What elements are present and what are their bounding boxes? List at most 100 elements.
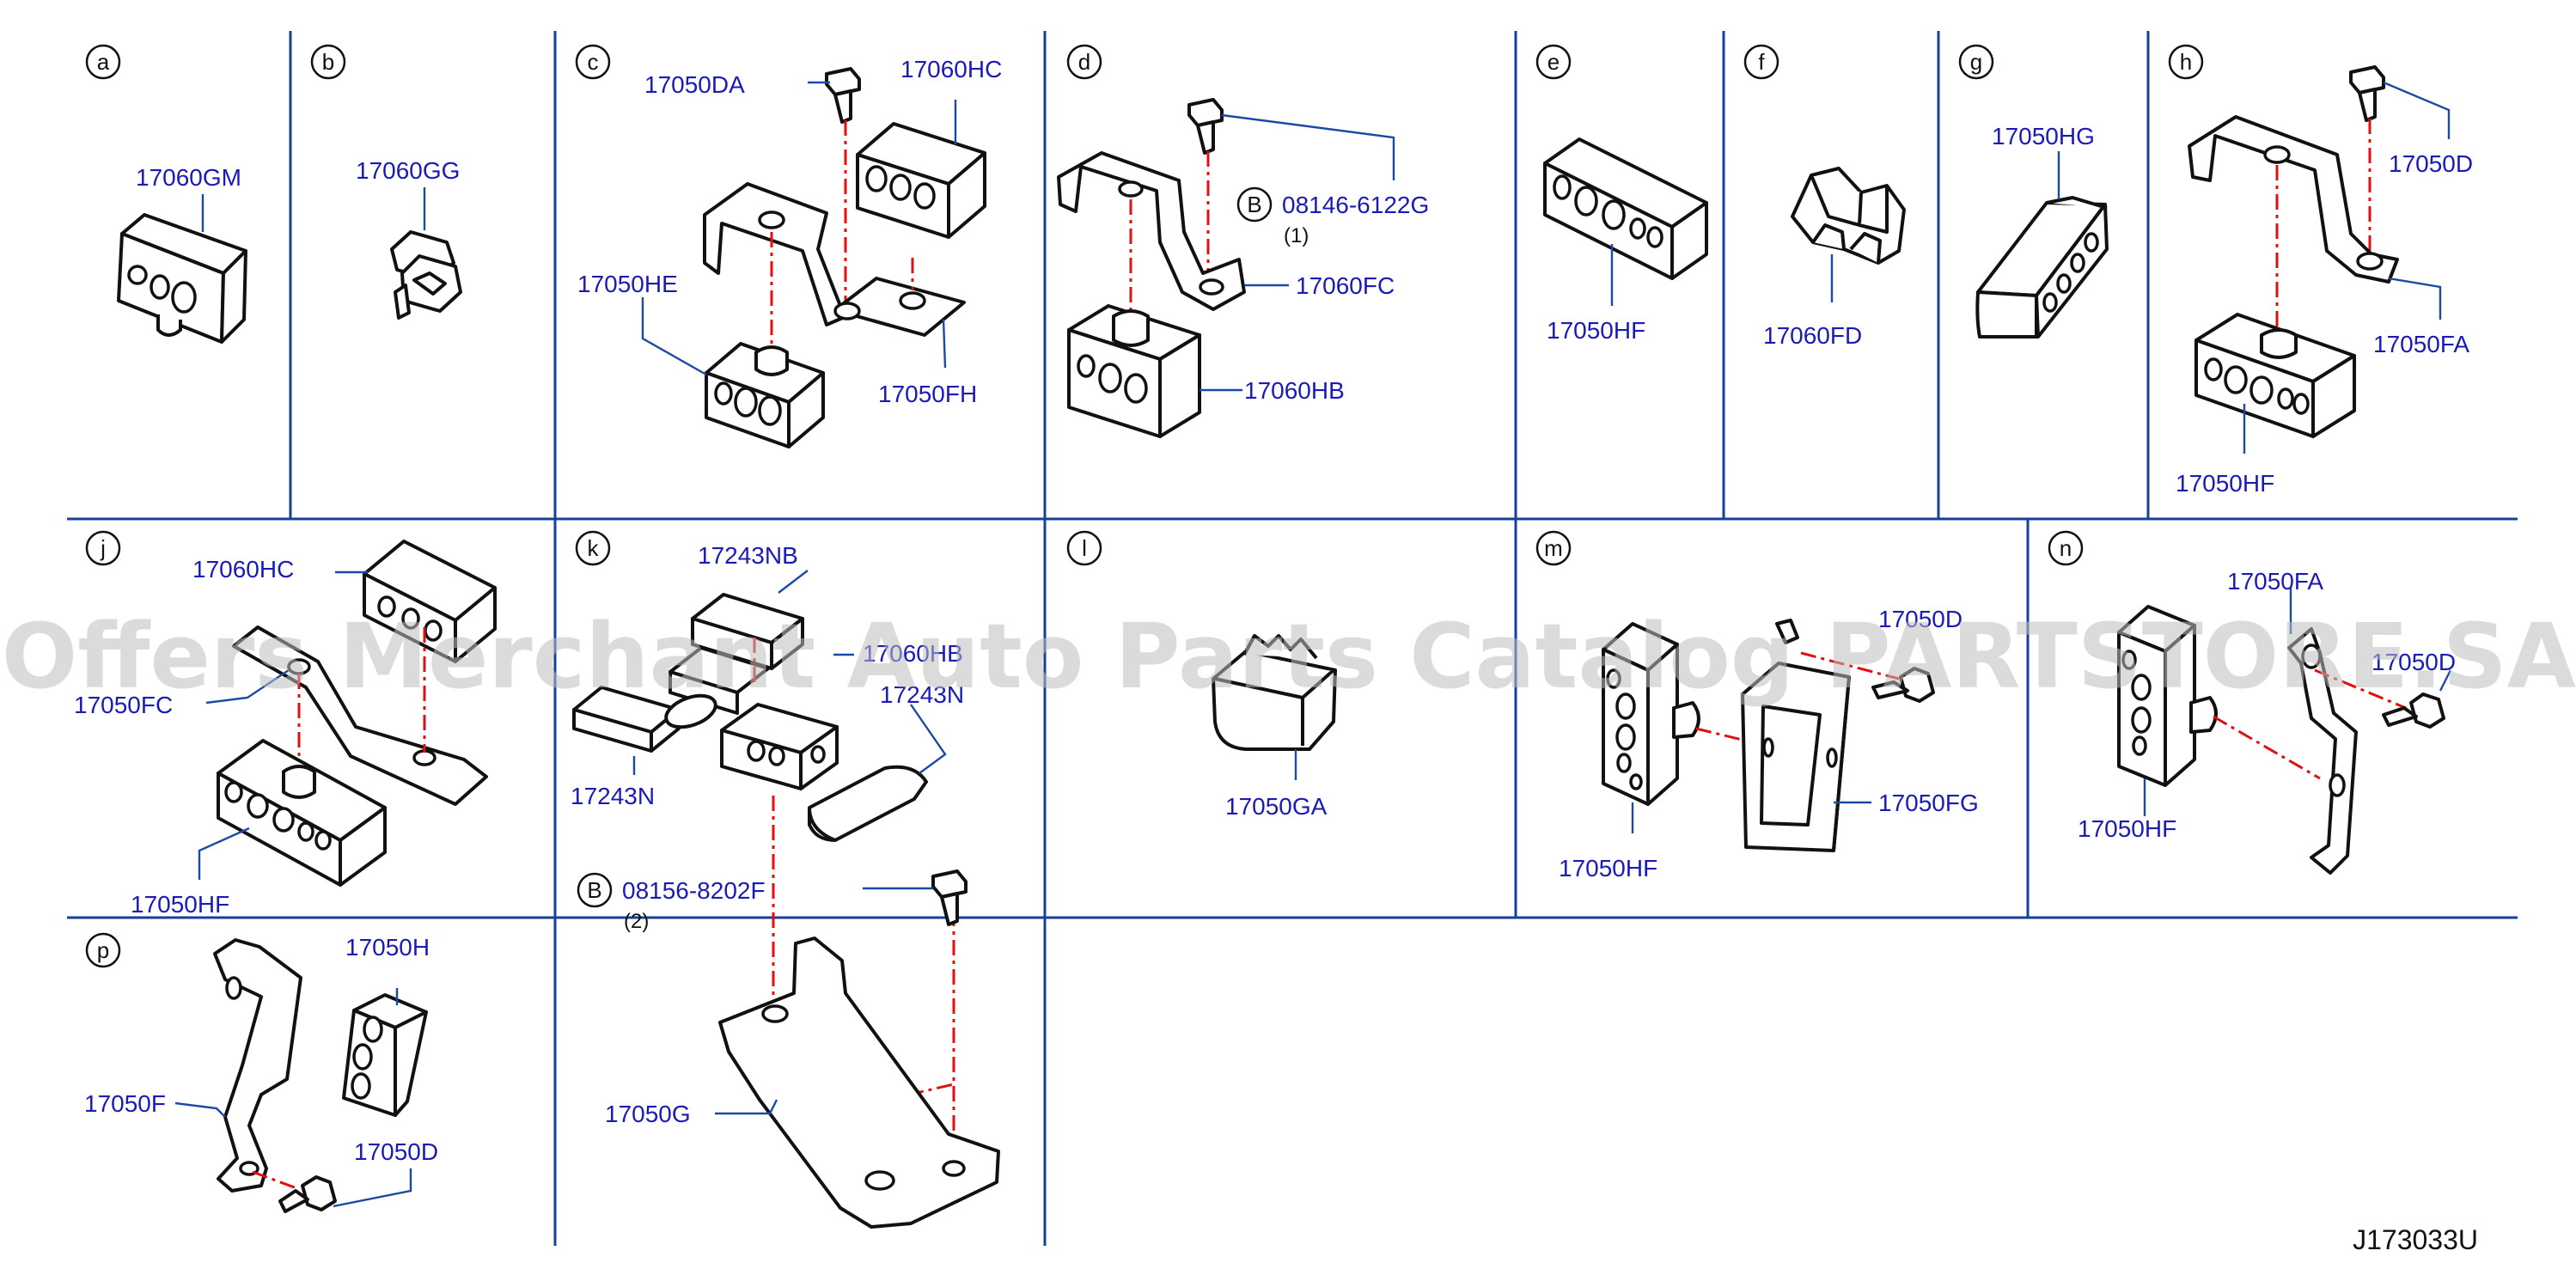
bolt-part — [278, 1175, 337, 1213]
grommet-block-part — [2117, 605, 2218, 787]
panel-letter-n: n — [2048, 530, 2084, 566]
part-label: 17050FH — [878, 381, 977, 407]
panel-letter-f: f — [1743, 44, 1779, 80]
part-label: 17060HB — [863, 640, 963, 667]
part-label: 17050D — [354, 1138, 438, 1165]
part-label: 17050GA — [1225, 793, 1328, 820]
clip-part — [1791, 167, 1906, 265]
panel-letter-g: g — [1958, 44, 1994, 80]
quantity-label: (2) — [624, 910, 649, 933]
part-label: 17050DA — [644, 71, 745, 98]
panel-b: 17060GG — [356, 157, 462, 320]
part-label: 17050G — [605, 1101, 691, 1127]
svg-text:b: b — [322, 49, 334, 75]
bracket-part — [213, 938, 302, 1193]
b-mark-icon: B — [1236, 186, 1273, 223]
panel-letter-l: l — [1066, 530, 1102, 566]
bolt-part — [2349, 65, 2385, 122]
part-label: 17050F — [84, 1090, 166, 1117]
bolt-part — [931, 869, 968, 926]
svg-text:m: m — [1544, 535, 1563, 561]
part-label: 17050FC — [74, 692, 173, 718]
panel-letter-e: e — [1535, 44, 1572, 80]
grommet-block-part — [1602, 622, 1700, 806]
panel-letter-d: d — [1066, 44, 1102, 80]
bracket-part — [1741, 662, 1851, 852]
panel-letter-c: c — [575, 44, 611, 80]
svg-text:j: j — [100, 535, 106, 561]
svg-text:k: k — [588, 535, 600, 561]
svg-text:B: B — [587, 877, 601, 903]
svg-text:a: a — [97, 49, 110, 75]
bracket-part — [1057, 151, 1246, 311]
panel-l: 17050GA — [1212, 634, 1337, 820]
svg-text:d: d — [1078, 49, 1090, 75]
part-label: 17050H — [345, 934, 430, 961]
part-label: 17243NB — [698, 542, 798, 569]
part-label: 17050FA — [2227, 568, 2323, 595]
bolt-part — [1187, 98, 1224, 155]
grommet-block-part — [720, 703, 839, 790]
part-label: 17060HC — [192, 556, 294, 583]
part-label: 17050HF — [2078, 815, 2176, 842]
part-label: 17060GM — [136, 164, 241, 191]
panel-grid — [67, 31, 2518, 1246]
part-label: 17243N — [880, 681, 964, 708]
quantity-label: (1) — [1284, 224, 1309, 247]
svg-text:l: l — [1082, 535, 1087, 561]
protector-part — [808, 765, 928, 842]
b-mark-icon: B — [577, 872, 613, 908]
protector-part — [572, 686, 717, 753]
panel-h: 17050D 17050FA 17050HF — [2176, 65, 2473, 497]
panel-letter-j: j — [85, 530, 121, 566]
part-label: 17060GG — [356, 157, 460, 184]
part-label: 17050D — [2372, 649, 2456, 675]
panel-m: 17050D 17050FG 17050HF — [1559, 606, 1979, 882]
panel-c: 17050DA 17060HC 17050HE 17050FH — [577, 56, 1002, 448]
part-label: 08156-8202F — [622, 877, 766, 904]
bolt-part — [1871, 667, 1935, 703]
panel-letters: a b c d e f g h j k l m n p — [85, 44, 2204, 968]
part-label: 17050FG — [1878, 790, 1979, 816]
part-label: 17060HC — [900, 56, 1002, 82]
panel-a: 17060GM — [117, 164, 247, 344]
part-label: 17050D — [2389, 150, 2473, 177]
svg-text:f: f — [1758, 49, 1765, 75]
grommet-block-part — [117, 213, 247, 344]
panel-letter-h: h — [2168, 44, 2204, 80]
part-label: 17050HF — [1559, 855, 1657, 882]
bracket-part — [718, 936, 1000, 1229]
grommet-block-part — [856, 122, 986, 239]
panel-letter-p: p — [85, 932, 121, 968]
clip-part — [390, 230, 462, 320]
svg-text:B: B — [1247, 192, 1261, 217]
svg-text:p: p — [97, 937, 109, 963]
part-label: 17050HF — [2176, 470, 2274, 497]
bolt-part — [825, 67, 861, 124]
watermark-text: Offers Merchant Auto Parts Catalog PARTS… — [2, 604, 2576, 709]
panel-letter-m: m — [1535, 530, 1572, 566]
panel-j: 17060HC 17050FC 17050HF — [74, 540, 497, 918]
part-label: 17060FC — [1296, 272, 1395, 299]
grommet-block-part — [1543, 137, 1708, 280]
panel-f: 17060FD — [1763, 167, 1906, 349]
part-label: 17050FA — [2373, 331, 2469, 357]
bracket-part — [2287, 627, 2358, 875]
panel-e: 17050HF — [1543, 137, 1708, 344]
grommet-block-part — [705, 342, 825, 448]
grommet-block-part — [1975, 196, 2109, 339]
part-label: 17050D — [1878, 606, 1963, 632]
part-label: 08146-6122G — [1282, 192, 1429, 218]
bolt-part — [2382, 692, 2445, 729]
part-label: 17050HE — [577, 271, 678, 297]
protector-part — [668, 593, 804, 715]
grommet-block-part — [342, 993, 428, 1117]
grommet-block-part — [2194, 313, 2356, 438]
svg-text:g: g — [1970, 49, 1982, 75]
svg-text:c: c — [588, 49, 599, 75]
grommet-block-part — [1067, 304, 1201, 438]
part-label: 17050HG — [1992, 123, 2095, 149]
grommet-block-part — [217, 739, 387, 887]
part-label: 17060FD — [1763, 322, 1862, 349]
